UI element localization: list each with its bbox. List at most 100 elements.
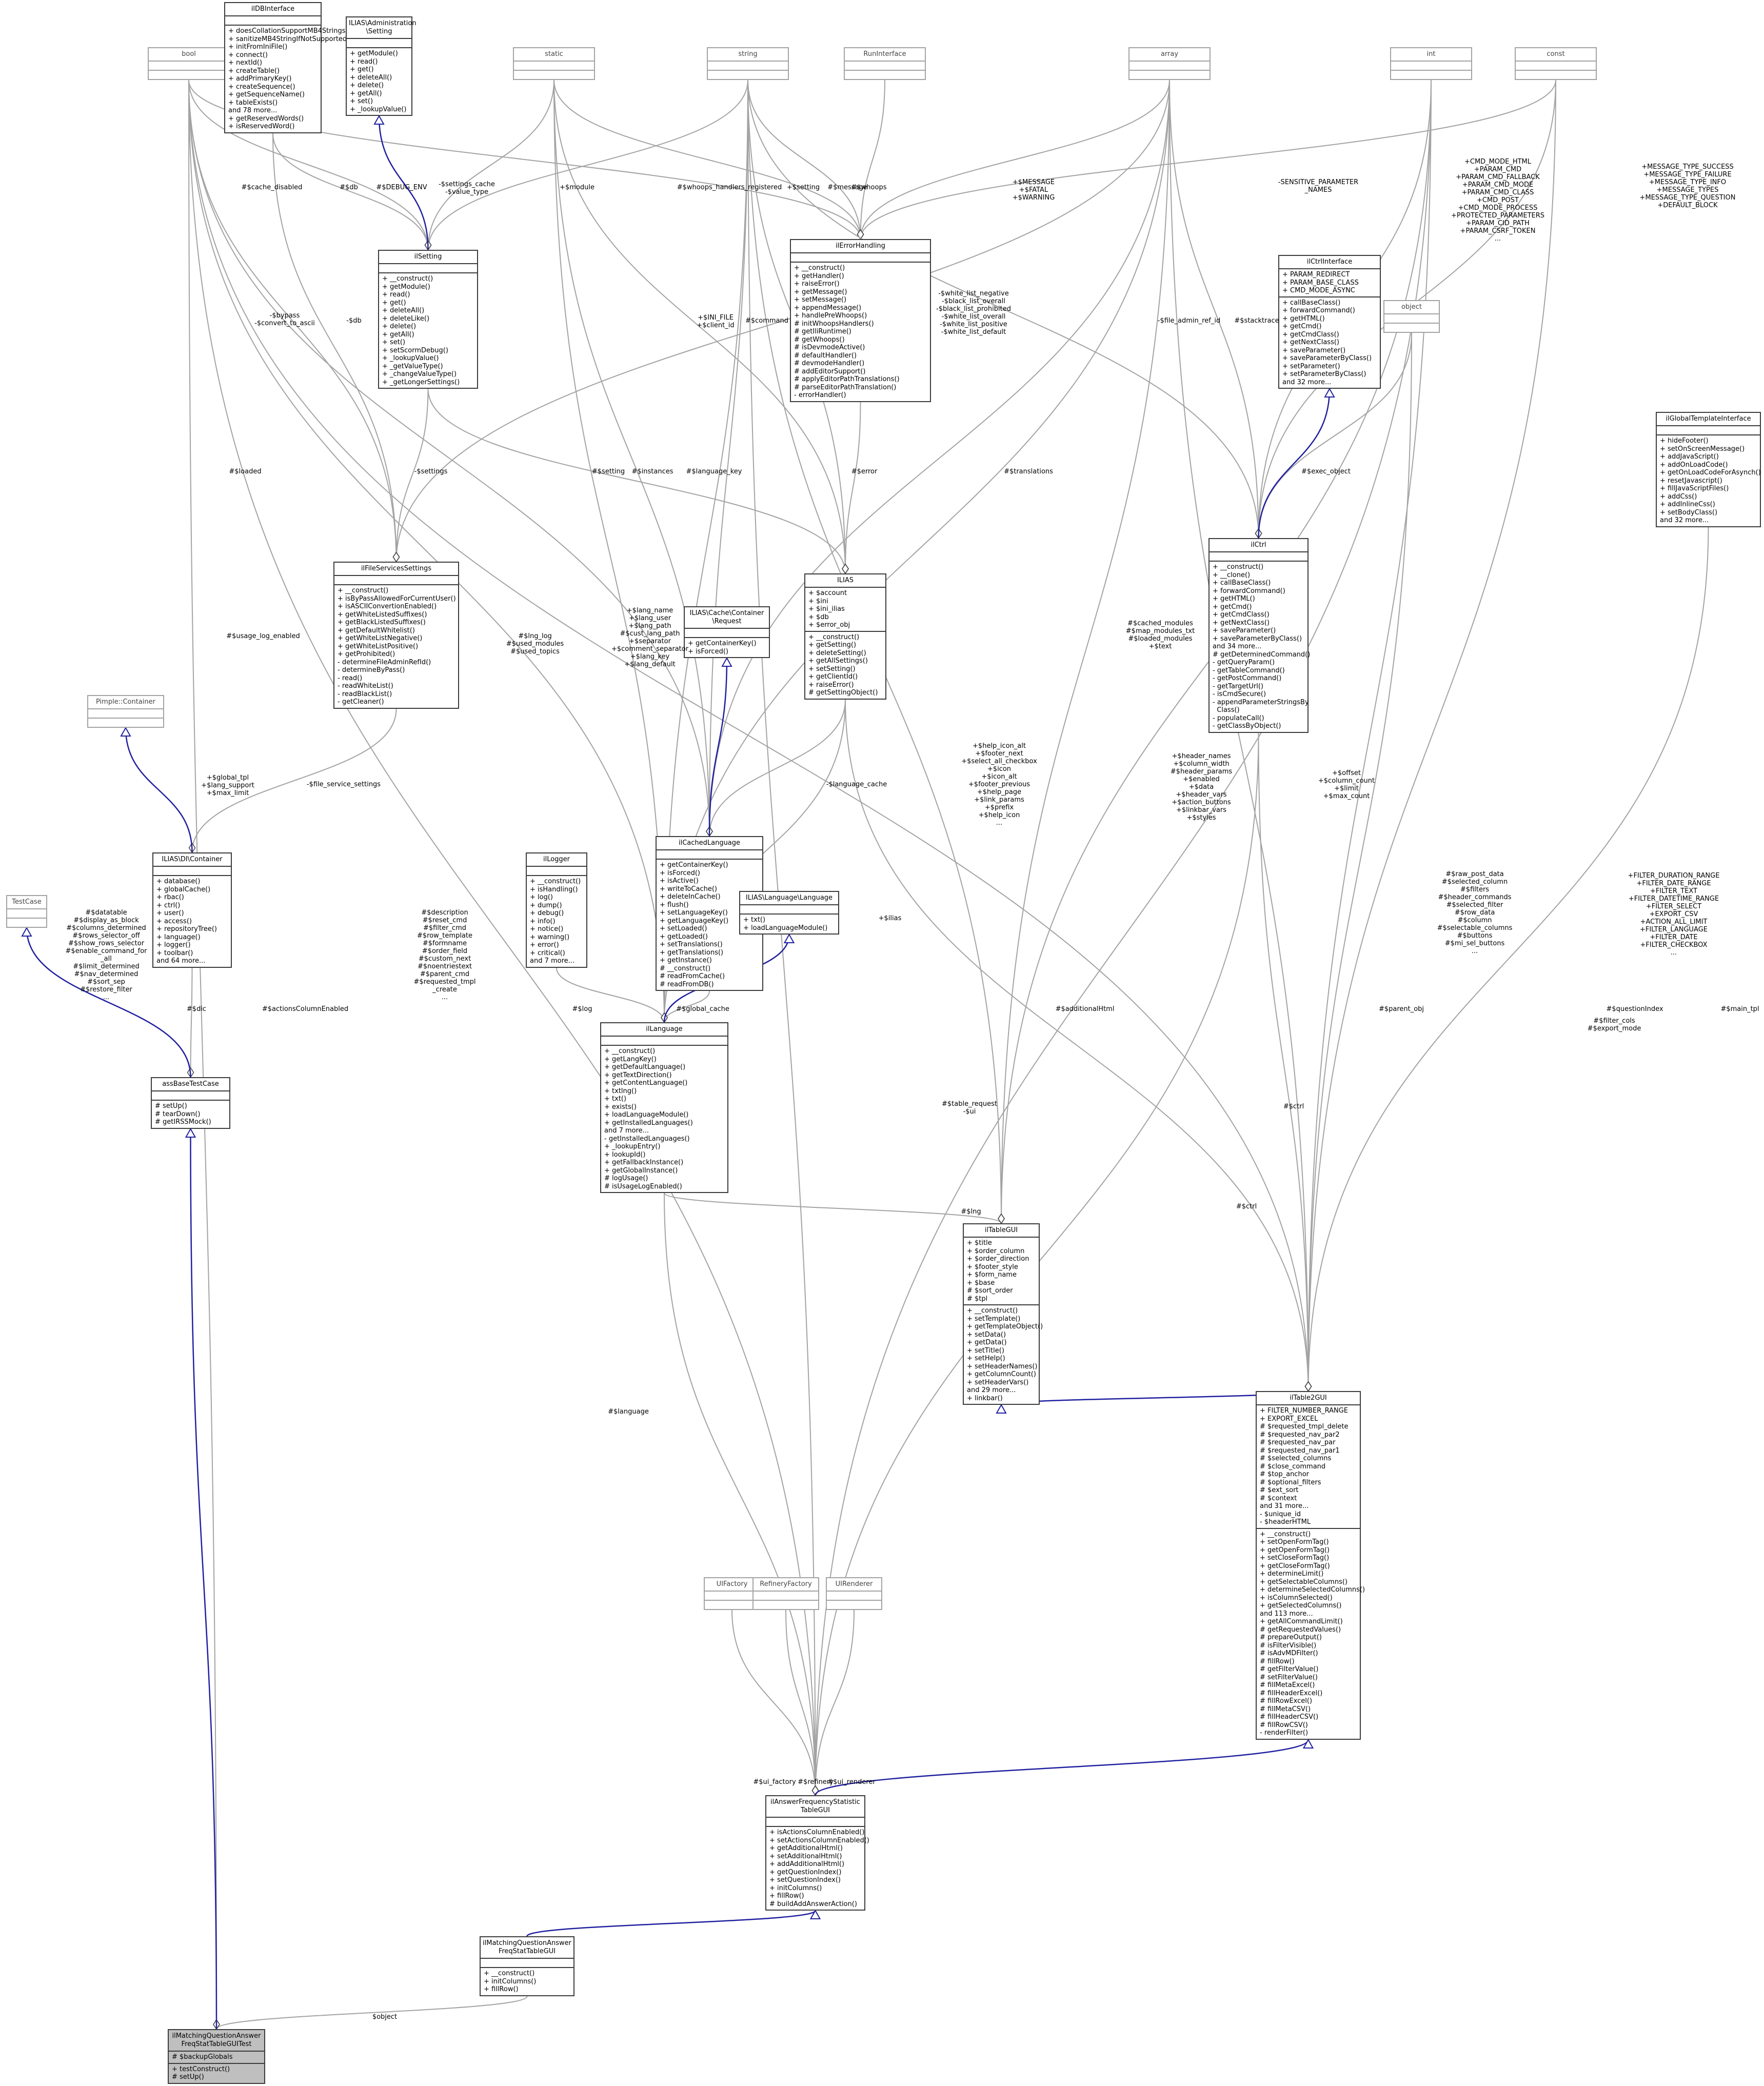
method-entry: + raiseError() xyxy=(808,681,854,689)
class-node-iliassetting[interactable]: ILIAS\Administration \Setting+ getModule… xyxy=(346,16,417,116)
class-title: array xyxy=(1160,50,1179,58)
attribute-section xyxy=(754,1591,818,1600)
edge-label: +$header_names +$column_width #$header_p… xyxy=(1170,752,1233,822)
class-node-cacherequest[interactable]: ILIAS\Cache\Container \Request+ getConta… xyxy=(684,606,770,658)
method-entry: # fillMetaCSV() xyxy=(1260,1705,1311,1713)
usage-edge xyxy=(860,80,1170,240)
attribute-section xyxy=(845,61,925,70)
method-section: + __construct()+ getLangKey()+ getDefaul… xyxy=(601,1045,727,1192)
method-entry: + isHandling() xyxy=(530,885,578,893)
method-entry: - errorHandler() xyxy=(794,391,846,399)
edge-label: -SENSITIVE_PARAMETER _NAMES xyxy=(1278,178,1359,194)
inheritance-arrowhead xyxy=(996,1403,1007,1414)
usage-edge xyxy=(188,80,397,562)
method-entry: # getFilterValue() xyxy=(1260,1665,1319,1673)
method-entry: + __construct() xyxy=(338,587,389,594)
attribute-section xyxy=(708,61,788,70)
method-section xyxy=(1129,70,1210,79)
class-node-string[interactable]: string xyxy=(707,47,789,80)
class-node-refineryfactory[interactable]: RefineryFactory xyxy=(752,1577,819,1610)
attribute-entry: + $ini_ilias xyxy=(808,605,845,613)
method-entry: + getFallbackInstance() xyxy=(604,1159,684,1166)
usage-edge xyxy=(664,1193,816,1796)
usage-edge xyxy=(272,133,397,562)
attribute-section xyxy=(7,908,46,918)
method-entry: # fillRowCSV() xyxy=(1260,1721,1308,1729)
class-node-runinterface[interactable]: RunInterface xyxy=(844,47,926,80)
class-title: ilTable2GUI xyxy=(1290,1394,1327,1402)
usage-edge xyxy=(553,80,861,240)
edge-label: #$command xyxy=(745,317,789,325)
class-node-dicontainer[interactable]: ILIAS\DI\Container+ database()+ globalCa… xyxy=(152,852,232,968)
class-node-ilerrorhandling[interactable]: ilErrorHandling+ __construct()+ getHandl… xyxy=(790,239,931,402)
class-node-ildbinterface[interactable]: ilDBInterface+ doesCollationSupportMB4St… xyxy=(224,2,352,133)
class-node-object[interactable]: object xyxy=(1383,300,1440,333)
method-entry: + createSequence() xyxy=(228,83,295,91)
class-node-ilctrl[interactable]: ilCtrl+ __construct()+ __clone()+ callBa… xyxy=(1208,538,1310,733)
method-entry: + error() xyxy=(530,941,559,949)
method-entry: + setMessage() xyxy=(794,296,847,304)
usage-edge xyxy=(747,80,1259,539)
method-entry: + getContentLanguage() xyxy=(604,1079,688,1087)
inheritance-edge xyxy=(708,658,728,837)
class-node-languageiface[interactable]: ILIAS\Language\Language+ txt()+ loadLang… xyxy=(739,891,839,935)
attribute-entry: + PARAM_REDIRECT xyxy=(1282,271,1350,279)
class-node-ilmatchingfreq[interactable]: ilMatchingQuestionAnswer FreqStatTableGU… xyxy=(480,1936,574,1996)
method-entry: + addInlineCss() xyxy=(1660,501,1715,508)
method-section xyxy=(705,1600,759,1609)
class-node-illanguage[interactable]: ilLanguage+ __construct()+ getLangKey()+… xyxy=(600,1022,728,1193)
method-section: + __construct()+ isHandling()+ log()+ du… xyxy=(527,875,586,967)
class-node-const[interactable]: const xyxy=(1515,47,1597,80)
class-node-iltable2gui[interactable]: ilTable2GUI+ FILTER_NUMBER_RANGE+ EXPORT… xyxy=(1256,1391,1365,1740)
usage-edge xyxy=(188,80,816,1796)
class-node-ilfileservicessettings[interactable]: ilFileServicesSettings+ __construct()+ i… xyxy=(333,562,459,709)
usage-edge xyxy=(1169,80,1309,1392)
edge-label: #$usage_log_enabled xyxy=(226,632,300,640)
class-node-ilctrlinterface[interactable]: ilCtrlInterface+ PARAM_REDIRECT+ PARAM_B… xyxy=(1278,255,1381,389)
method-entry: + flush() xyxy=(660,901,689,909)
class-title: RunInterface xyxy=(863,50,906,58)
method-entry: + isByPassAllowedForCurrentUser() xyxy=(338,594,456,603)
class-title: ILIAS\DI\Container xyxy=(162,856,223,863)
class-node-array[interactable]: array xyxy=(1128,47,1211,80)
class-node-uifactory[interactable]: UIFactory xyxy=(704,1577,760,1610)
class-title: ilGlobalTemplateInterface xyxy=(1666,415,1751,423)
class-node-uirenderer[interactable]: UIRenderer xyxy=(826,1577,882,1610)
method-entry: - getInstalledLanguages() xyxy=(604,1135,690,1143)
attribute-section xyxy=(1516,61,1596,70)
class-node-illogger[interactable]: ilLogger+ __construct()+ isHandling()+ l… xyxy=(526,852,587,968)
usage-edge xyxy=(664,1193,1002,1224)
method-entry: + get() xyxy=(382,299,406,307)
attribute-entry: + $footer_style xyxy=(967,1263,1018,1271)
method-entry: + log() xyxy=(530,893,553,901)
class-node-ilcachedlanguage[interactable]: ilCachedLanguage+ getContainerKey()+ isF… xyxy=(656,836,763,991)
method-entry: + warning() xyxy=(530,933,570,941)
class-node-ilglobaltemplateinterface[interactable]: ilGlobalTemplateInterface+ hideFooter()+… xyxy=(1656,412,1761,527)
method-entry: - readWhiteList() xyxy=(338,682,393,690)
class-node-iltablegui[interactable]: ilTableGUI+ $title+ $order_column+ $orde… xyxy=(963,1223,1043,1405)
inheritance-edge xyxy=(26,927,191,1078)
method-section: + __construct()+ setTemplate()+ getTempl… xyxy=(964,1304,1043,1404)
method-entry: + getAllCommandLimit() xyxy=(1260,1618,1343,1625)
class-node-bool[interactable]: bool xyxy=(148,47,230,80)
class-node-testcase[interactable]: TestCase xyxy=(6,895,47,928)
method-entry: + getCmd() xyxy=(1282,323,1322,330)
method-entry: + getTranslations() xyxy=(660,948,724,957)
class-node-ilanswerfreq[interactable]: ilAnswerFrequencyStatistic TableGUI+ isA… xyxy=(765,1795,869,1911)
method-section: + testConstruct()# setUp() xyxy=(169,2062,264,2083)
class-node-int[interactable]: int xyxy=(1390,47,1472,80)
class-node-pimplecontainer[interactable]: Pimple::Container xyxy=(87,695,164,728)
class-node-ilmatchingtest[interactable]: ilMatchingQuestionAnswer FreqStatTableGU… xyxy=(168,2029,265,2084)
class-node-ilsetting[interactable]: ilSetting+ __construct()+ getModule()+ r… xyxy=(378,250,478,389)
class-node-assbasetestcase[interactable]: assBaseTestCase# setUp()# tearDown()# ge… xyxy=(151,1077,230,1129)
method-entry: + __construct() xyxy=(808,633,860,641)
usage-edge xyxy=(731,1610,816,1796)
method-section xyxy=(88,718,163,727)
attribute-section xyxy=(766,1817,864,1826)
usage-edge xyxy=(427,80,748,250)
class-node-static[interactable]: static xyxy=(513,47,595,80)
class-title: RefineryFactory xyxy=(760,1580,812,1588)
inheritance-arrowhead xyxy=(783,933,795,943)
class-node-ilias[interactable]: ILIAS+ $account+ $ini+ $ini_ilias+ $db+ … xyxy=(804,573,886,700)
attribute-section xyxy=(152,1090,229,1100)
